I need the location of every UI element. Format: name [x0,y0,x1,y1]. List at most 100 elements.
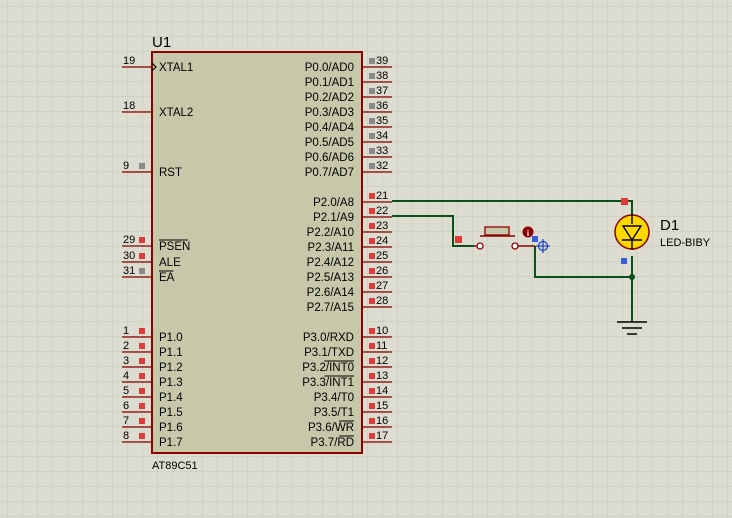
pin-name: ALE [159,257,181,269]
pin-marker-icon [369,298,375,304]
pin-marker-icon [139,403,145,409]
pin-number: 32 [376,160,388,172]
pin-name: P3.2/INT0 [302,362,354,374]
pin-number: 14 [376,385,388,397]
pin-marker-icon [369,118,375,124]
pin-number: 21 [376,190,388,202]
pin-name: P0.5/AD5 [305,137,354,149]
pin-name: P1.1 [159,347,183,359]
pin-number: 18 [123,100,135,112]
pin-marker-icon [369,253,375,259]
pin-1[interactable]: 1P1.0 [122,325,183,344]
chip-body[interactable] [151,51,363,454]
component-part: AT89C51 [152,460,198,472]
pin-marker-icon [139,343,145,349]
pin-8[interactable]: 8P1.7 [122,430,183,449]
ground-icon[interactable] [617,321,647,335]
wire-button-ground[interactable] [534,246,632,278]
wire-junction [629,274,635,280]
push-button[interactable]: i [455,226,550,254]
pin-name: P1.2 [159,362,183,374]
pin-number: 31 [123,265,135,277]
pin-name: P1.7 [159,437,183,449]
pin-marker-icon [369,373,375,379]
pin-number: 5 [123,385,129,397]
clock-arrow-icon [151,62,157,72]
pin-number: 33 [376,145,388,157]
pin-number: 6 [123,400,129,412]
pin-marker-icon [369,148,375,154]
pin-name: P2.5/A13 [307,272,354,284]
pin-name: P1.0 [159,332,183,344]
pin-3[interactable]: 3P1.2 [122,355,183,374]
pin-name: P2.6/A14 [307,287,355,299]
wire-p20-led[interactable] [392,200,633,214]
microcontroller-u1[interactable]: U1 AT89C51 19XTAL118XTAL29RST29PSEN30ALE… [122,34,392,472]
pin-5[interactable]: 5P1.4 [122,385,183,404]
pin-2[interactable]: 2P1.1 [122,340,183,359]
pin-name: P3.1/TXD [304,347,354,359]
pin-marker-icon [369,418,375,424]
pin-marker-icon [369,88,375,94]
pin-number: 29 [123,234,135,246]
pin-name: P3.5/T1 [314,407,354,419]
pin-marker-icon [532,236,538,242]
pin-6[interactable]: 6P1.5 [122,400,183,419]
pin-name: P1.3 [159,377,183,389]
diode-icon [621,225,643,242]
pin-4[interactable]: 4P1.3 [122,370,183,389]
pin-name: P2.7/A15 [307,302,354,314]
pin-name: P0.7/AD7 [305,167,354,179]
pin-number: 13 [376,370,388,382]
pin-number: 17 [376,430,388,442]
wire-p21-button[interactable] [392,215,474,247]
pin-marker-icon [139,237,145,243]
led-d1[interactable]: D1 LED-BIBY [614,198,711,264]
pin-7[interactable]: 7P1.6 [122,415,183,434]
pin-marker-icon [139,253,145,259]
pin-marker-icon [621,258,627,264]
pin-number: 22 [376,205,388,217]
probe-icon [522,226,534,238]
pin-marker-icon [369,283,375,289]
pin-number: 23 [376,220,388,232]
pin-marker-icon [139,358,145,364]
pin-number: 4 [123,370,129,382]
pin-name: P2.1/A9 [313,212,354,224]
pin-number: 24 [376,235,388,247]
pin-marker-icon [369,358,375,364]
pin-name: P0.6/AD6 [305,152,354,164]
